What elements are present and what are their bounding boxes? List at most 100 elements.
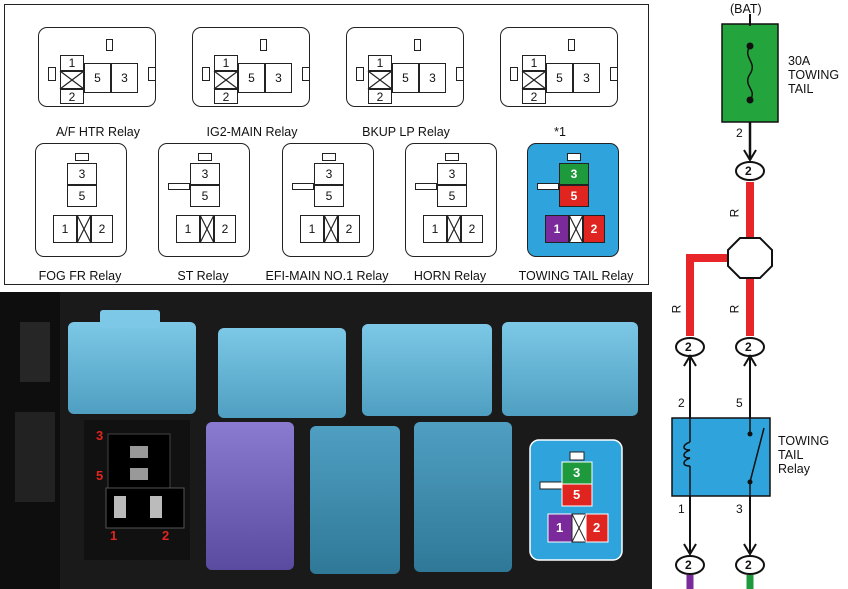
empty-pin-cross <box>214 71 238 89</box>
pin-1: 1 <box>368 55 392 71</box>
relay-coil-icon <box>683 441 691 467</box>
pin-3: 3 <box>559 163 589 185</box>
empty-pin-cross <box>77 215 91 243</box>
relay-label-line3: Relay <box>778 462 810 476</box>
relay-bottom-2 <box>414 422 512 572</box>
inset-pin-3-label: 3 <box>573 465 581 480</box>
pin-2: 2 <box>214 89 238 104</box>
fuse-label-line3: TAIL <box>788 82 814 96</box>
pin-5: 5 <box>392 63 419 93</box>
pin-1: 1 <box>214 55 238 71</box>
socket-pin-3-label: 3 <box>96 428 104 443</box>
wire-color-r-1: R <box>727 208 742 218</box>
battery-label: (BAT) <box>730 2 762 16</box>
relay-pin-1-label: 1 <box>678 502 685 516</box>
pin-1: 1 <box>53 215 77 243</box>
relay-caption: *1 <box>554 125 566 139</box>
empty-pin-cross <box>324 215 338 243</box>
relay-block-photo: 3 5 1 2 3 5 1 2 <box>0 292 652 589</box>
pin-5: 5 <box>559 185 589 207</box>
relay-efi-main-no1: 3 5 1 2 EFI-MAIN NO.1 Relay <box>266 143 388 283</box>
relay-af-htr: 1 2 5 3 A/F HTR Relay <box>38 27 158 139</box>
pin-5: 5 <box>84 63 111 93</box>
towing-tail-inset <box>529 439 623 561</box>
fuse-icon <box>747 45 753 101</box>
empty-pin-cross <box>447 215 461 243</box>
bubble-relay-out-left: 2 <box>685 558 692 572</box>
wire-color-r-3: R <box>727 304 742 314</box>
inset-pin-1-label: 1 <box>556 520 564 535</box>
pin-3: 3 <box>573 63 600 93</box>
pin-1: 1 <box>300 215 324 243</box>
pin-2: 2 <box>368 89 392 104</box>
bubble-relay-out-right: 2 <box>745 558 752 572</box>
pin-3: 3 <box>419 63 446 93</box>
pin-1: 1 <box>545 215 569 243</box>
pin-3: 3 <box>437 163 467 185</box>
pin-3: 3 <box>190 163 220 185</box>
pin-3: 3 <box>111 63 138 93</box>
pin-5: 5 <box>238 63 265 93</box>
fuse-box <box>721 23 779 123</box>
inset-pin-2-label: 2 <box>593 520 601 535</box>
relay-caption: IG2-MAIN Relay <box>206 125 298 139</box>
pin-3: 3 <box>67 163 97 185</box>
relay-pin-2-label: 2 <box>678 396 685 410</box>
pin-2: 2 <box>583 215 605 243</box>
wire-color-r-2: R <box>669 304 684 314</box>
relay-pin-3-label: 3 <box>736 502 743 516</box>
relay-fog-fr: 3 5 1 2 FOG FR Relay <box>35 143 131 283</box>
empty-relay-socket <box>84 420 190 560</box>
pin-2: 2 <box>522 89 546 104</box>
empty-pin-cross <box>522 71 546 89</box>
bubble-relay-in-right: 2 <box>745 340 752 354</box>
pin-1: 1 <box>176 215 200 243</box>
pin-2: 2 <box>60 89 84 104</box>
junction-splice <box>727 237 773 279</box>
relay-horn: 3 5 1 2 HORN Relay <box>405 143 501 283</box>
pin-5: 5 <box>314 185 344 207</box>
pin-1: 1 <box>60 55 84 71</box>
pin-5: 5 <box>437 185 467 207</box>
pin-3: 3 <box>314 163 344 185</box>
socket-pin-5-label: 5 <box>96 468 104 483</box>
relay-caption: HORN Relay <box>413 269 487 283</box>
relay-st: 3 5 1 2 ST Relay <box>158 143 254 283</box>
relay-bottom-1 <box>310 426 400 574</box>
relay-top-4 <box>502 322 638 416</box>
socket-pin-1-label: 1 <box>110 528 118 543</box>
relay-caption: FOG FR Relay <box>38 269 122 283</box>
pin-2: 2 <box>91 215 113 243</box>
relay-top-2 <box>218 328 346 418</box>
pin-5: 5 <box>546 63 573 93</box>
pin-5: 5 <box>190 185 220 207</box>
relay-purple <box>206 422 294 570</box>
fuse-label-line1: 30A <box>788 54 811 68</box>
fuse-label-line2: TOWING <box>788 68 840 82</box>
inset-pin-5-label: 5 <box>573 487 581 502</box>
pin-2: 2 <box>214 215 236 243</box>
relay-label-line1: TOWING <box>778 434 830 448</box>
pin-3: 3 <box>265 63 292 93</box>
empty-pin-cross <box>368 71 392 89</box>
relay-label-line2: TAIL <box>778 448 804 462</box>
pin-1: 1 <box>522 55 546 71</box>
relay-bkup-lp: 1 2 5 3 BKUP LP Relay <box>346 27 466 139</box>
pin-5: 5 <box>67 185 97 207</box>
socket-pin-2-label: 2 <box>162 528 170 543</box>
relay-pin-5-label: 5 <box>736 396 743 410</box>
relay-note-1: 1 2 5 3 *1 <box>500 27 620 139</box>
pin-1: 1 <box>423 215 447 243</box>
relay-caption: BKUP LP Relay <box>362 125 450 139</box>
relay-caption: A/F HTR Relay <box>55 125 141 139</box>
bubble-relay-in-left: 2 <box>685 340 692 354</box>
connector-diagram-panel: 1 2 5 3 A/F HTR Relay 1 2 5 3 IG2-MAIN R… <box>4 4 649 285</box>
relay-top-1 <box>68 310 196 414</box>
relay-ig2-main: 1 2 5 3 IG2-MAIN Relay <box>192 27 312 139</box>
relay-top-3 <box>362 324 492 416</box>
fuse-pin-label: 2 <box>736 126 743 140</box>
relay-caption: ST Relay <box>177 269 229 283</box>
towing-tail-relay-symbol <box>671 417 771 497</box>
pin-2: 2 <box>338 215 360 243</box>
empty-pin-cross <box>569 215 583 243</box>
